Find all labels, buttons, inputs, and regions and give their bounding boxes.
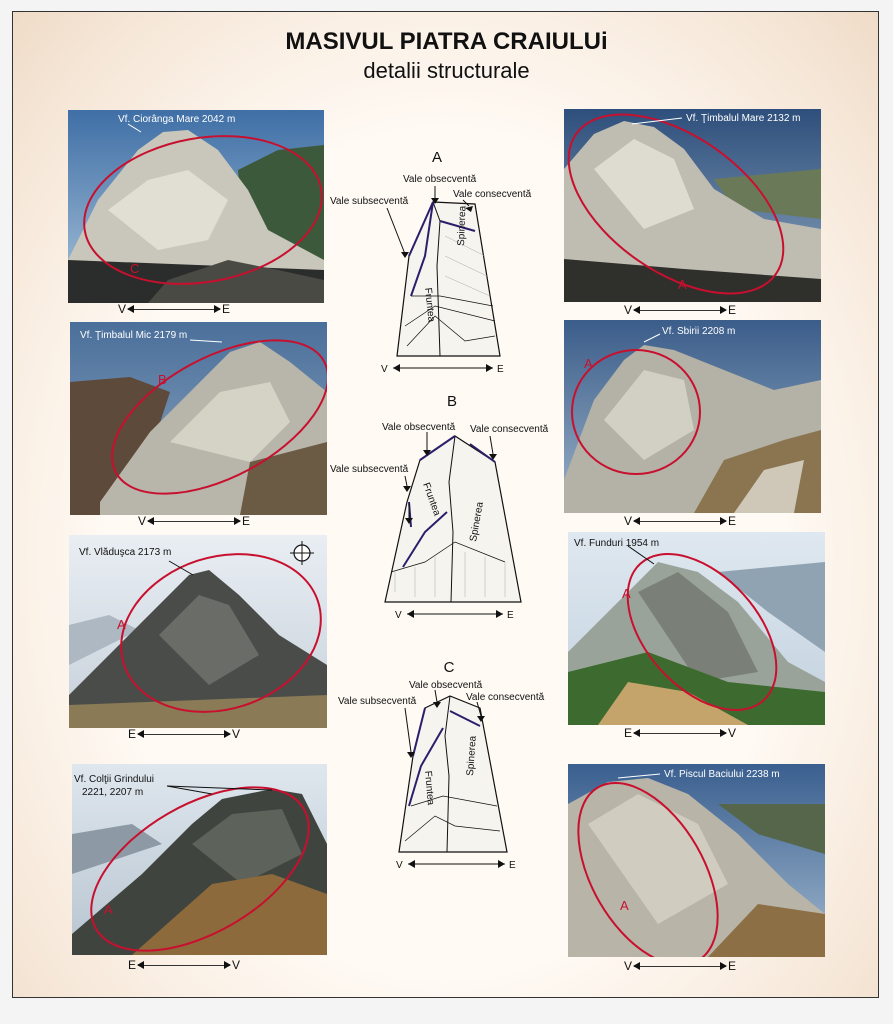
label-vale-consecventa: Vale consecventă (453, 189, 532, 200)
photo-funduri: Vf. Funduri 1954 m A (568, 532, 825, 725)
photo-cioringa-mare: Vf. Ciorânga Mare 2042 m C (68, 110, 324, 303)
ellipse-letter: A (620, 898, 629, 913)
peak-label: Vf. Ciorânga Mare 2042 m (118, 114, 235, 125)
ellipse-letter: A (678, 277, 687, 292)
peak-label-altitudes: 2221, 2207 m (82, 787, 143, 798)
compass-icon (290, 541, 314, 565)
diagram-c: C Vale obsecventă Vale consecventă Vale … (325, 656, 545, 876)
diagram-a: A Vale obsecventă Vale consecventă Vale … (325, 146, 545, 378)
peak-label: Vf. Ţimbalul Mare 2132 m (686, 113, 801, 124)
photo-sbirii: Vf. Sbirii 2208 m A (564, 320, 821, 513)
label-vale-subsecventa: Vale subsecventă (338, 696, 417, 707)
dir-left: V (395, 610, 402, 621)
ellipse-letter: A (104, 902, 113, 917)
label-vale-subsecventa: Vale subsecventă (330, 196, 409, 207)
label-fruntea: Fruntea (422, 770, 436, 806)
label-vale-subsecventa: Vale subsecventă (330, 464, 409, 475)
label-vale-obsecventa: Vale obsecventă (403, 174, 477, 185)
photo-vladusca: Vf. Vlăduşca 2173 m A (69, 535, 327, 728)
label-vale-consecventa: Vale consecventă (470, 424, 549, 435)
photo-timbalul-mic: Vf. Ţimbalul Mic 2179 m B (70, 322, 327, 515)
label-spinarea: Spinerea (465, 735, 479, 776)
peak-label: Vf. Funduri 1954 m (574, 538, 659, 549)
dir-right: E (509, 860, 516, 871)
label-spinarea: Spinerea (456, 205, 468, 246)
peak-label: Vf. Colţii Grindului (74, 774, 154, 785)
ellipse-letter: C (130, 261, 139, 276)
dir-left: V (381, 364, 388, 375)
peak-label: Vf. Sbirii 2208 m (662, 326, 735, 337)
dir-right: E (497, 364, 504, 375)
diagram-letter: B (447, 393, 457, 410)
photo-coltii-grindului: Vf. Colţii Grindului 2221, 2207 m A (72, 764, 327, 955)
ellipse-letter: A (117, 617, 126, 632)
poster-subtitle: detalii structurale (363, 58, 530, 83)
peak-label: Vf. Ţimbalul Mic 2179 m (80, 330, 187, 341)
peak-label: Vf. Piscul Baciului 2238 m (664, 769, 780, 780)
photo-timbalul-mare: Vf. Ţimbalul Mare 2132 m A (564, 109, 821, 302)
ellipse-letter: B (158, 372, 167, 387)
dir-left: V (396, 860, 403, 871)
label-vale-consecventa: Vale consecventă (466, 692, 545, 703)
dir-right: E (507, 610, 514, 621)
ellipse-letter: A (622, 586, 631, 601)
peak-label: Vf. Vlăduşca 2173 m (79, 547, 171, 558)
label-fruntea: Fruntea (422, 287, 437, 323)
poster-title: MASIVUL PIATRA CRAIULUi (285, 28, 608, 55)
diagram-b: B Vale obsecventă Vale consecventă Vale … (325, 392, 549, 624)
label-vale-obsecventa: Vale obsecventă (382, 422, 456, 433)
diagram-letter: C (444, 659, 455, 676)
label-vale-obsecventa: Vale obsecventă (409, 680, 483, 691)
photo-piscul-baciului: Vf. Piscul Baciului 2238 m A (568, 764, 825, 957)
diagram-letter: A (432, 149, 442, 166)
ellipse-letter: A (584, 356, 593, 371)
